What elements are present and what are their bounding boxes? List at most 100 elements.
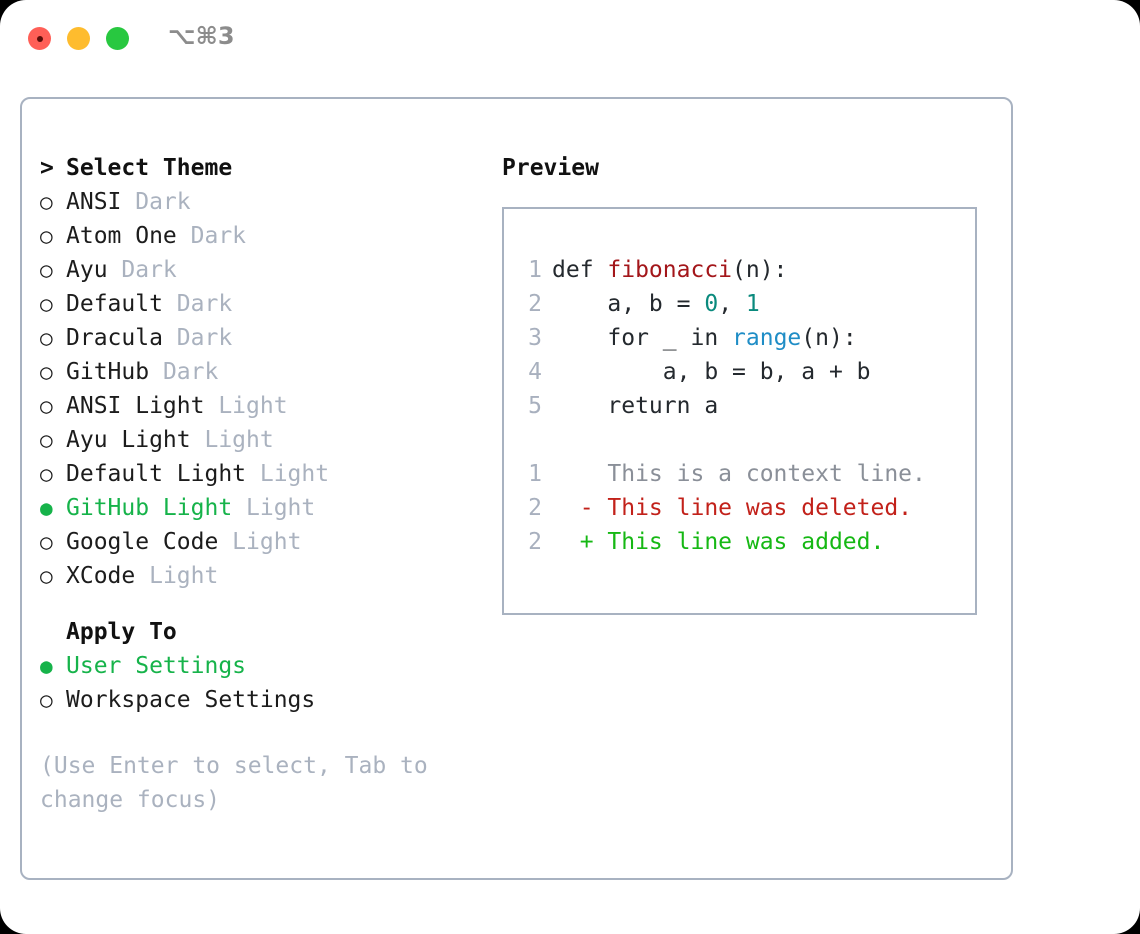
title-bar: ⌥⌘3 bbox=[0, 0, 1140, 76]
radio-unselected-icon[interactable]: ○ bbox=[40, 360, 53, 384]
code-token: return bbox=[607, 393, 691, 419]
diff-line-text: This is a context line. bbox=[552, 461, 926, 487]
diff-line: 1 This is a context line. bbox=[504, 457, 975, 491]
select-theme-heading: >Select Theme bbox=[40, 151, 470, 185]
theme-list-item[interactable]: ○ Ayu Dark bbox=[40, 253, 470, 287]
theme-list-item[interactable]: ○ Google Code Light bbox=[40, 525, 470, 559]
maximize-dot[interactable] bbox=[106, 27, 129, 50]
theme-variant-tag: Light bbox=[204, 393, 288, 419]
code-token: fibonacci bbox=[607, 257, 733, 283]
diff-line: 2 + This line was added. bbox=[504, 525, 975, 559]
theme-list-item[interactable]: ○ Ayu Light Light bbox=[40, 423, 470, 457]
code-line-number: 2 bbox=[528, 291, 542, 317]
theme-list-item[interactable]: ○Default Light Light bbox=[40, 457, 470, 491]
code-line-number: 5 bbox=[528, 393, 542, 419]
close-dot[interactable] bbox=[28, 27, 51, 50]
diff-line-number: 1 bbox=[528, 461, 542, 487]
theme-variant-tag: Dark bbox=[162, 291, 233, 317]
apply-to-item[interactable]: ●User Settings bbox=[40, 649, 470, 683]
theme-variant-tag: Dark bbox=[176, 223, 247, 249]
theme-name-label: XCode bbox=[66, 563, 136, 589]
theme-name-label: Ayu bbox=[66, 257, 108, 283]
theme-variant-tag: Light bbox=[190, 427, 274, 453]
theme-list-item[interactable]: ○ ANSI Light Light bbox=[40, 389, 470, 423]
theme-variant-tag: Dark bbox=[162, 325, 233, 351]
code-token: range bbox=[732, 325, 802, 351]
code-line: 3 for _ in range(n): bbox=[504, 321, 975, 355]
diff-line-text: + This line was added. bbox=[552, 529, 885, 555]
theme-list-item[interactable]: ○ ANSI Dark bbox=[40, 185, 470, 219]
radio-unselected-icon[interactable]: ○ bbox=[40, 190, 53, 214]
code-token bbox=[552, 325, 607, 351]
radio-unselected-icon[interactable]: ○ bbox=[40, 394, 53, 418]
diff-sample: 1 This is a context line.2 - This line w… bbox=[504, 457, 975, 559]
code-token: (n): bbox=[801, 325, 857, 351]
theme-name-label: Default bbox=[66, 291, 163, 317]
section-spacer bbox=[40, 593, 470, 615]
theme-name-label: Ayu Light bbox=[66, 427, 191, 453]
radio-selected-icon[interactable]: ● bbox=[40, 654, 53, 678]
theme-list-item[interactable]: ○ Dracula Dark bbox=[40, 321, 470, 355]
theme-list-item[interactable]: ○XCode Light bbox=[40, 559, 470, 593]
theme-variant-tag: Dark bbox=[107, 257, 177, 283]
theme-variant-tag: Light bbox=[246, 461, 330, 487]
theme-name-label: Atom One bbox=[66, 223, 177, 249]
code-line-number: 1 bbox=[528, 257, 542, 283]
diff-line-number: 2 bbox=[528, 495, 542, 521]
radio-unselected-icon[interactable]: ○ bbox=[40, 224, 53, 248]
apply-to-list: ●User Settings○Workspace Settings bbox=[40, 649, 470, 717]
code-token: (n): bbox=[732, 257, 788, 283]
radio-unselected-icon[interactable]: ○ bbox=[40, 292, 53, 316]
radio-unselected-icon[interactable]: ○ bbox=[40, 428, 53, 452]
radio-selected-icon[interactable]: ● bbox=[40, 496, 53, 520]
theme-variant-tag: Dark bbox=[149, 359, 219, 385]
diff-line: 2 - This line was deleted. bbox=[504, 491, 975, 525]
diff-line-text: - This line was deleted. bbox=[552, 495, 913, 521]
code-token bbox=[718, 325, 732, 351]
radio-unselected-icon[interactable]: ○ bbox=[40, 326, 53, 350]
code-token: 1 bbox=[745, 291, 760, 317]
code-token: in bbox=[690, 325, 719, 351]
theme-name-label: ANSI Light bbox=[66, 393, 205, 419]
code-token: 0 bbox=[704, 291, 719, 317]
theme-variant-tag: Dark bbox=[121, 189, 191, 215]
radio-unselected-icon[interactable]: ○ bbox=[40, 530, 53, 554]
diff-line-number: 2 bbox=[528, 529, 542, 555]
main-panel: >Select Theme ○ ANSI Dark ○ Atom One Dark ○ A… bbox=[20, 97, 1013, 880]
radio-unselected-icon[interactable]: ○ bbox=[40, 688, 53, 712]
code-line: 5 return a bbox=[504, 389, 975, 423]
code-line: 4 a, b = b, a + b bbox=[504, 355, 975, 389]
radio-unselected-icon[interactable]: ○ bbox=[40, 564, 53, 588]
keyboard-shortcut-label: ⌥⌘3 bbox=[168, 22, 235, 50]
code-token: for bbox=[607, 325, 649, 351]
radio-unselected-icon[interactable]: ○ bbox=[40, 258, 53, 282]
theme-list: ○ANSI Dark○Atom One Dark○Ayu Dark○Defaul… bbox=[40, 185, 470, 593]
theme-list-item[interactable]: ○ GitHub Dark bbox=[40, 355, 470, 389]
theme-name-label: GitHub Light bbox=[66, 495, 233, 521]
radio-unselected-icon[interactable]: ○ bbox=[40, 462, 53, 486]
preview-heading: Preview bbox=[502, 155, 599, 181]
code-token: _ bbox=[648, 325, 691, 351]
code-token: def bbox=[552, 257, 608, 283]
theme-name-label: Dracula bbox=[66, 325, 163, 351]
select-theme-title: Select Theme bbox=[66, 155, 233, 181]
apply-to-title: Apply To bbox=[66, 619, 177, 645]
code-token: a bbox=[690, 393, 719, 419]
theme-list-item[interactable]: ●GitHub Light Light bbox=[40, 491, 470, 525]
theme-list-item[interactable]: ○ Default Dark bbox=[40, 287, 470, 321]
theme-variant-tag: Light bbox=[218, 529, 302, 555]
theme-name-label: ANSI bbox=[66, 189, 122, 215]
minimize-dot[interactable] bbox=[67, 27, 90, 50]
apply-to-item[interactable]: ○Workspace Settings bbox=[40, 683, 470, 717]
hint-spacer bbox=[40, 717, 470, 749]
theme-name-label: GitHub bbox=[66, 359, 150, 385]
code-token: a, b = b, a + b bbox=[552, 359, 871, 385]
theme-list-item[interactable]: ○ Atom One Dark bbox=[40, 219, 470, 253]
code-line-number: 3 bbox=[528, 325, 542, 351]
theme-name-label: Google Code bbox=[66, 529, 219, 555]
code-token: a, b = bbox=[552, 291, 705, 317]
